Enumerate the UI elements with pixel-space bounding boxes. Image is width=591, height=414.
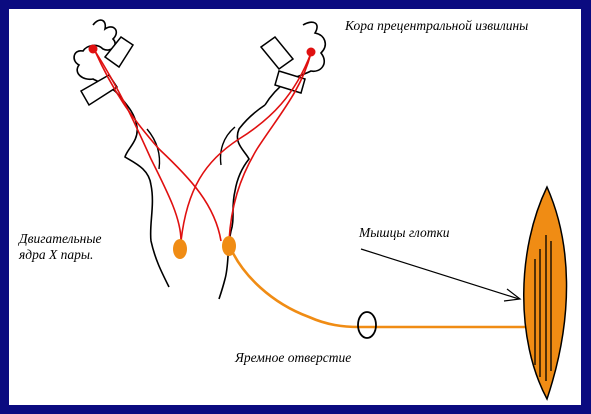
- right-cortex-box: [261, 37, 293, 69]
- pharyngeal-muscles-label: Мышцы глотки: [359, 225, 450, 240]
- motor-nuclei-label-line1: Двигательные: [19, 231, 101, 246]
- vagus-motor-axon: [231, 249, 525, 327]
- slide: Кора прецентральной извилины Двигательны…: [9, 9, 581, 405]
- left-cortical-neuron: [89, 45, 98, 54]
- left-corticonuclear-fiber-crossing: [95, 51, 221, 241]
- right-motor-nucleus: [222, 236, 236, 256]
- left-cortex-box-2: [105, 37, 133, 67]
- muscle-pointer-arrow: [361, 249, 519, 299]
- motor-nuclei-label-line2: ядра X пары.: [19, 247, 93, 262]
- brainstem-left-outline: [117, 93, 169, 287]
- right-cortical-neuron: [307, 48, 316, 57]
- brainstem-right-outline: [219, 105, 265, 299]
- jugular-foramen: [358, 312, 376, 338]
- left-motor-nucleus: [173, 239, 187, 259]
- pathway-diagram: [9, 9, 581, 405]
- pharyngeal-muscle: [524, 187, 567, 399]
- cortex-label: Кора прецентральной извилины: [345, 18, 528, 33]
- jugular-foramen-label: Яремное отверстие: [235, 350, 351, 365]
